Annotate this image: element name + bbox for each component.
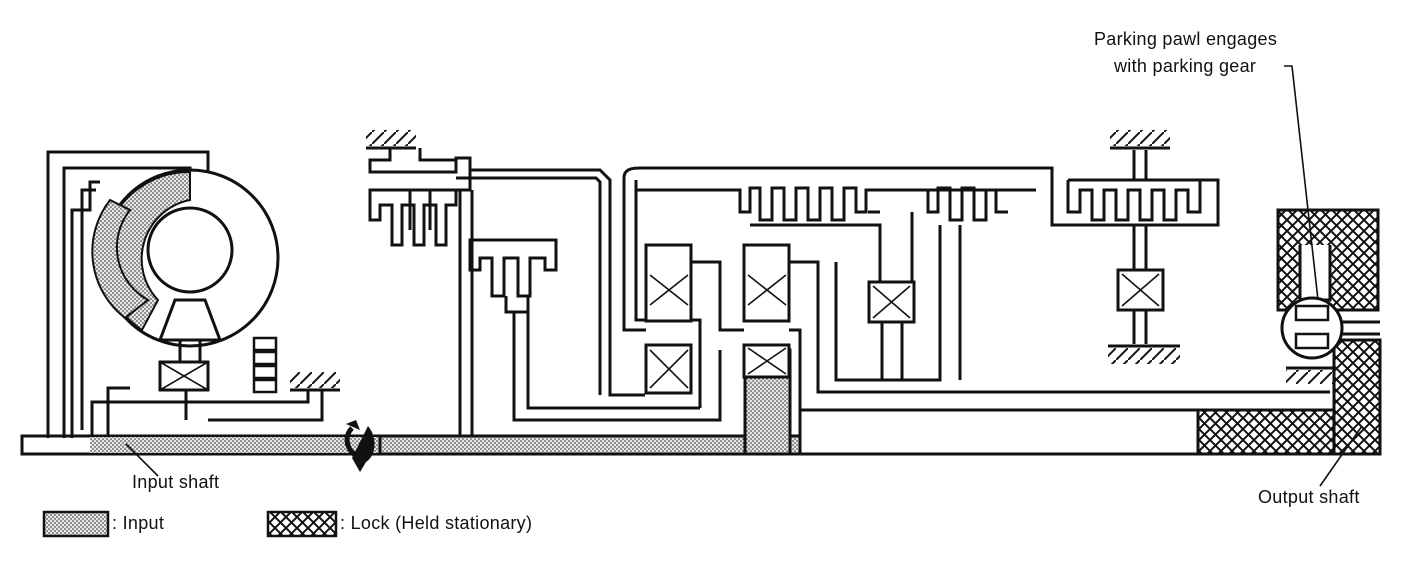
legend-lock-label: : Lock (Held stationary) xyxy=(340,513,533,533)
rotation-arrow-icon xyxy=(344,420,375,472)
one-way-clutches xyxy=(622,178,1330,410)
input-shaft-label: Input shaft xyxy=(132,472,220,492)
parking-pawl-label-line1: Parking pawl engages xyxy=(1094,29,1278,49)
output-shaft-label: Output shaft xyxy=(1258,487,1360,507)
input-shaft-leader xyxy=(125,443,159,477)
legend-input-label: : Input xyxy=(112,513,165,533)
output-shaft-leader xyxy=(1319,425,1363,487)
parking-lock-area xyxy=(1196,65,1382,456)
rear-clutch-drum xyxy=(622,130,1220,382)
legend-lock-swatch xyxy=(266,510,338,538)
front-clutch-pack xyxy=(366,130,722,436)
legend-input-swatch xyxy=(42,510,110,538)
torque-converter xyxy=(46,150,340,438)
input-shaft xyxy=(20,348,802,456)
parking-pawl-label-line2: with parking gear xyxy=(1114,56,1257,76)
